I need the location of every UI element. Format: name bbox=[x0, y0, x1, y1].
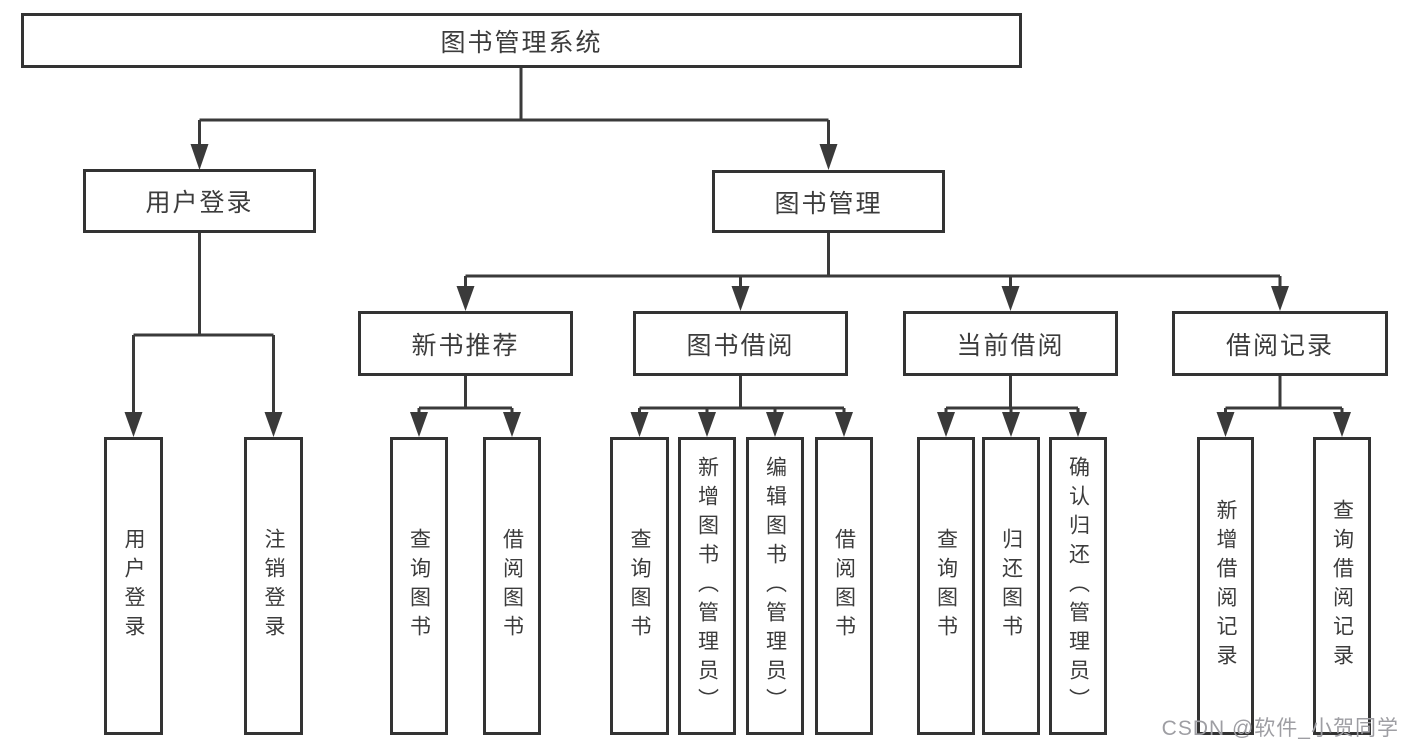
leaf-confirm-return-admin: 确认归还（管理员） bbox=[1049, 437, 1107, 735]
leaf-user-login-label: 用户登录 bbox=[122, 528, 145, 644]
node-root-system: 图书管理系统 bbox=[21, 13, 1022, 68]
node-borrowing-records-label: 借阅记录 bbox=[1225, 331, 1334, 360]
leaf-query-books-borrowing-label: 查询图书 bbox=[628, 528, 651, 644]
node-current-borrowing-label: 当前借阅 bbox=[956, 331, 1065, 360]
leaf-add-borrow-record: 新增借阅记录 bbox=[1197, 437, 1254, 735]
leaf-add-borrow-record-label: 新增借阅记录 bbox=[1214, 499, 1237, 673]
leaf-query-borrow-record: 查询借阅记录 bbox=[1313, 437, 1371, 735]
leaf-borrow-books: 借阅图书 bbox=[815, 437, 873, 735]
node-new-book-recommend: 新书推荐 bbox=[358, 311, 573, 376]
leaf-confirm-return-admin-label: 确认归还（管理员） bbox=[1066, 455, 1090, 717]
node-current-borrowing: 当前借阅 bbox=[903, 311, 1118, 376]
leaf-return-books-label: 归还图书 bbox=[999, 528, 1023, 644]
leaf-query-books-borrowing: 查询图书 bbox=[610, 437, 669, 735]
leaf-query-books-recommend: 查询图书 bbox=[390, 437, 448, 735]
leaf-query-books-current: 查询图书 bbox=[917, 437, 975, 735]
node-new-book-recommend-label: 新书推荐 bbox=[411, 331, 520, 360]
node-user-login: 用户登录 bbox=[83, 169, 316, 233]
leaf-borrow-books-label: 借阅图书 bbox=[832, 528, 856, 644]
node-user-login-label: 用户登录 bbox=[145, 189, 254, 217]
leaf-borrow-books-recommend-label: 借阅图书 bbox=[500, 528, 524, 644]
node-borrowing-records: 借阅记录 bbox=[1172, 311, 1388, 376]
leaf-logout: 注销登录 bbox=[244, 437, 303, 735]
node-book-management: 图书管理 bbox=[712, 170, 945, 233]
leaf-edit-books-admin-label: 编辑图书（管理员） bbox=[763, 455, 787, 717]
node-root-label: 图书管理系统 bbox=[440, 28, 603, 57]
node-book-borrowing-label: 图书借阅 bbox=[686, 331, 795, 360]
node-book-management-label: 图书管理 bbox=[774, 189, 883, 218]
leaf-user-login: 用户登录 bbox=[104, 437, 163, 735]
leaf-query-borrow-record-label: 查询借阅记录 bbox=[1330, 499, 1354, 673]
leaf-query-books-recommend-label: 查询图书 bbox=[407, 528, 431, 644]
leaf-add-books-admin: 新增图书（管理员） bbox=[678, 437, 736, 735]
leaf-logout-label: 注销登录 bbox=[262, 528, 285, 644]
leaf-edit-books-admin: 编辑图书（管理员） bbox=[746, 437, 804, 735]
csdn-watermark: CSDN @软件_小贺同学 bbox=[1161, 717, 1399, 740]
leaf-query-books-current-label: 查询图书 bbox=[934, 528, 958, 644]
node-book-borrowing: 图书借阅 bbox=[633, 311, 848, 376]
leaf-add-books-admin-label: 新增图书（管理员） bbox=[695, 455, 719, 717]
leaf-return-books: 归还图书 bbox=[982, 437, 1040, 735]
leaf-borrow-books-recommend: 借阅图书 bbox=[483, 437, 541, 735]
